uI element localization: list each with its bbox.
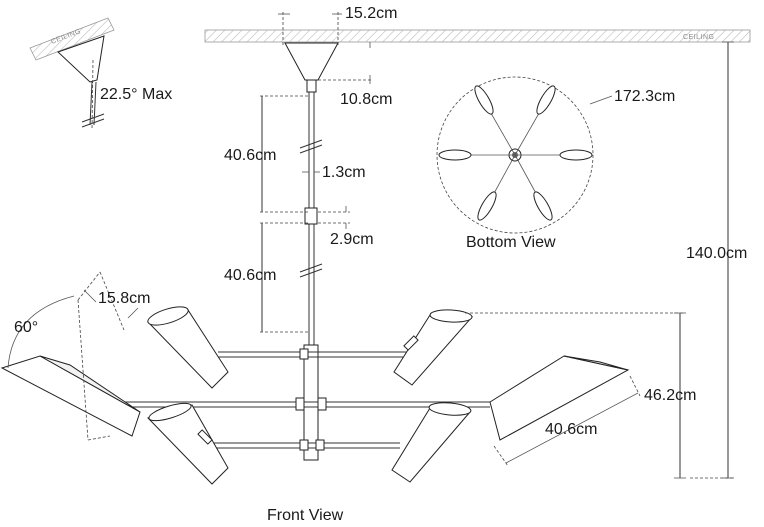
bottom-view-title: Bottom View	[466, 234, 556, 251]
shade-length-label: 40.6cm	[545, 421, 597, 438]
canopy-height-dimension: 10.8cm	[318, 42, 392, 108]
shade-lower-left	[147, 402, 229, 485]
body-height-dimension: 46.2cm	[465, 312, 696, 479]
shade-left-wide	[0, 355, 141, 437]
canopy	[284, 42, 339, 93]
bottom-view: 172.3cm Bottom View	[436, 76, 675, 251]
front-view-title: Front View	[267, 507, 344, 524]
shade-depth-label: 15.8cm	[98, 290, 150, 307]
shade-depth-dimension: 15.8cm	[83, 289, 150, 319]
upper-rod-label: 40.6cm	[224, 147, 276, 164]
shade-lower-right	[391, 402, 472, 483]
canopy-width-label: 15.2cm	[345, 5, 397, 22]
shade-angle-dimension: 60°	[7, 271, 125, 441]
ceiling-label: CEILING	[683, 34, 715, 41]
coupler-dimension: 2.9cm	[318, 206, 374, 248]
coupler-label: 2.9cm	[330, 231, 374, 248]
sloped-ceiling-inset: CEILING 22.5° Max	[29, 17, 172, 131]
overall-height-label: 140.0cm	[686, 245, 747, 262]
rod-diameter-dimension: 1.3cm	[302, 164, 366, 181]
diameter-label: 172.3cm	[614, 88, 675, 105]
max-angle-label: 22.5° Max	[100, 86, 172, 103]
lower-rod-label: 40.6cm	[224, 267, 276, 284]
rod	[299, 92, 323, 350]
overall-height-dimension: 140.0cm	[686, 41, 747, 479]
ceiling: CEILING	[204, 29, 751, 43]
shade-upper-left	[147, 306, 229, 389]
fixture-body	[120, 344, 490, 461]
shade-angle-label: 60°	[14, 319, 38, 336]
shade-length-dimension: 40.6cm	[493, 375, 641, 467]
coupler	[304, 207, 318, 225]
canopy-height-label: 10.8cm	[340, 91, 392, 108]
lower-rod-dimension: 40.6cm	[224, 222, 308, 333]
shade-upper-right	[393, 309, 474, 386]
upper-rod-dimension: 40.6cm	[224, 95, 308, 213]
rod-diameter-label: 1.3cm	[322, 164, 366, 181]
canopy-width-dimension: 15.2cm	[278, 5, 397, 45]
body-height-label: 46.2cm	[644, 387, 696, 404]
shade-right-wide	[489, 355, 630, 441]
